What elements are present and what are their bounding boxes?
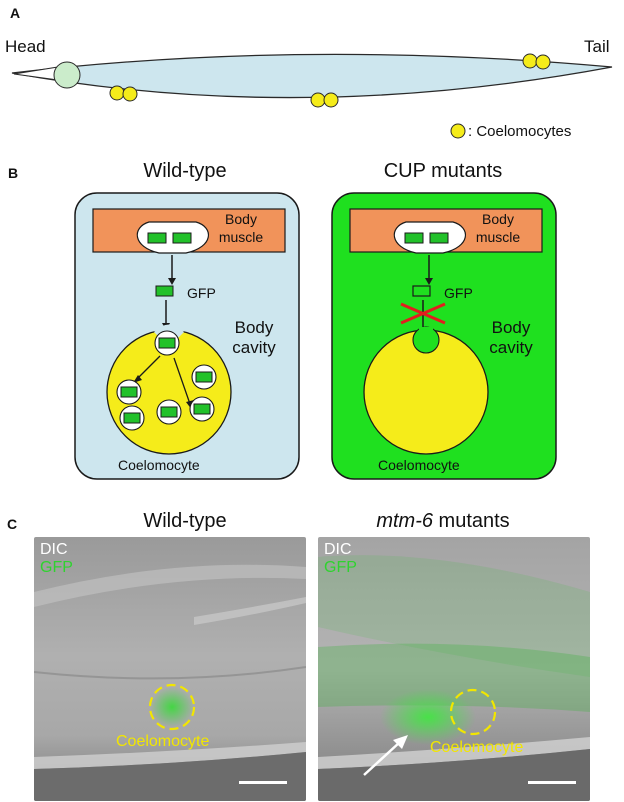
pharynx-bulb [53, 61, 81, 89]
cup-gfp-label: GFP [444, 285, 473, 301]
wildtype-micrograph-image [34, 537, 306, 801]
cup-coelomocyte-label: Coelomocyte [378, 457, 460, 473]
coelomocyte-pair-2b [323, 92, 339, 108]
mutant-gene-name: mtm-6 [376, 510, 433, 532]
block-cross-icon [400, 302, 446, 325]
wildtype-title-c: Wild-type [143, 510, 227, 532]
mutant-dic-label: DIC [324, 541, 352, 558]
wildtype-diagram [74, 192, 300, 480]
coelomocyte-pair-3b [535, 54, 551, 70]
panel-b-letter: B [8, 165, 19, 181]
wildtype-dic-label: DIC [40, 541, 68, 558]
cup-muscle-label-2: muscle [475, 229, 521, 245]
wildtype-gfp-label: GFP [187, 285, 216, 301]
head-label: Head [5, 37, 46, 56]
tail-label: Tail [584, 37, 610, 56]
coelomocyte-pair-1a [109, 85, 125, 101]
wildtype-cavity-label-2: cavity [232, 338, 276, 357]
cup-muscle-label-1: Body [482, 211, 514, 227]
worm-body [11, 53, 613, 99]
panel-c-letter: C [7, 516, 18, 532]
cup-cavity-label-2: cavity [489, 338, 533, 357]
cup-title-b: CUP mutants [383, 160, 503, 182]
pharynx [13, 66, 59, 81]
worm-diagram [11, 53, 613, 108]
wildtype-gfp-channel-label: GFP [40, 559, 73, 576]
legend-coelomocyte-icon [450, 123, 466, 139]
wildtype-title-b: Wild-type [143, 160, 227, 182]
pointer-arrow-icon [363, 741, 401, 776]
wildtype-coelomocyte-label: Coelomocyte [118, 457, 200, 473]
mutant-title-rest: mutants [432, 510, 510, 532]
cup-gfp-free [412, 285, 431, 297]
cup-cavity-label-1: Body [491, 318, 531, 337]
wildtype-coelomocyte-annotation: Coelomocyte [116, 733, 210, 750]
mutant-coelomocyte-annotation: Coelomocyte [430, 739, 524, 756]
coelomocyte-pair-2a [310, 92, 326, 108]
mutant-micrograph: DIC GFP Coelomocyte [318, 537, 590, 801]
legend-text: : Coelomocytes [468, 123, 572, 140]
cup-diagram [331, 192, 557, 480]
mutant-title-c: mtm-6 mutants [328, 510, 558, 533]
wildtype-muscle-label-2: muscle [218, 229, 264, 245]
wildtype-muscle-label-1: Body [225, 211, 257, 227]
panel-a-letter: A [10, 5, 21, 21]
mutant-gfp-channel-label: GFP [324, 559, 357, 576]
mutant-micrograph-image [318, 537, 590, 801]
wildtype-micrograph: DIC GFP Coelomocyte [34, 537, 306, 801]
coelomocyte-pair-3a [522, 53, 538, 69]
wildtype-cavity-label-1: Body [234, 318, 274, 337]
wildtype-gfp-free [155, 285, 174, 297]
coelomocyte-pair-1b [122, 86, 138, 102]
